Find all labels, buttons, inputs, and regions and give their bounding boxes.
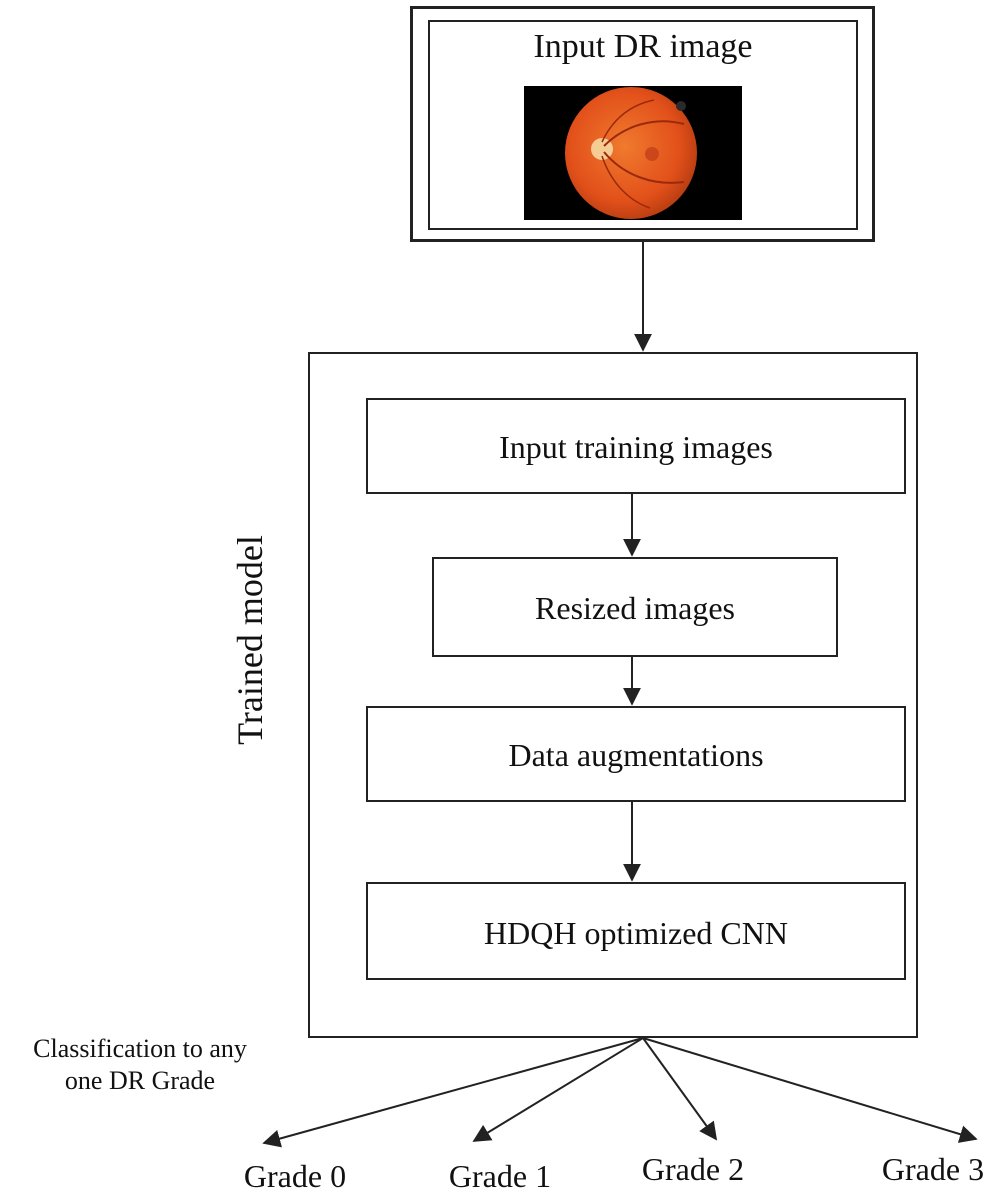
resized-images-label: Resized images bbox=[535, 590, 735, 626]
arrow-to-grade-0 bbox=[262, 1037, 644, 1148]
arrow-to-grade-2 bbox=[642, 1037, 718, 1141]
classification-label: Classification to any one DR Grade bbox=[0, 1033, 280, 1097]
grade-2-label: Grade 2 bbox=[641, 1151, 745, 1187]
fundus-image bbox=[524, 86, 742, 220]
grade-3-label: Grade 3 bbox=[881, 1151, 985, 1187]
input-training-images-box: Input training images bbox=[366, 398, 906, 494]
grade-0-label: Grade 0 bbox=[243, 1158, 347, 1194]
arrow-to-grade-1 bbox=[472, 1037, 644, 1142]
data-augmentations-label: Data augmentations bbox=[508, 737, 764, 773]
resized-images-box: Resized images bbox=[432, 557, 838, 657]
hdqh-optimized-cnn-label: HDQH optimized CNN bbox=[484, 915, 788, 951]
hdqh-optimized-cnn-box: HDQH optimized CNN bbox=[366, 882, 906, 980]
arrow-to-grade-3 bbox=[642, 1037, 978, 1143]
input-image-title: Input DR image bbox=[533, 28, 753, 65]
data-augmentations-box: Data augmentations bbox=[366, 706, 906, 802]
input-training-images-label: Input training images bbox=[499, 429, 773, 465]
grade-1-label: Grade 1 bbox=[448, 1158, 552, 1194]
classification-label-line1: Classification to any bbox=[33, 1034, 247, 1063]
classification-label-line2: one DR Grade bbox=[64, 1066, 216, 1095]
